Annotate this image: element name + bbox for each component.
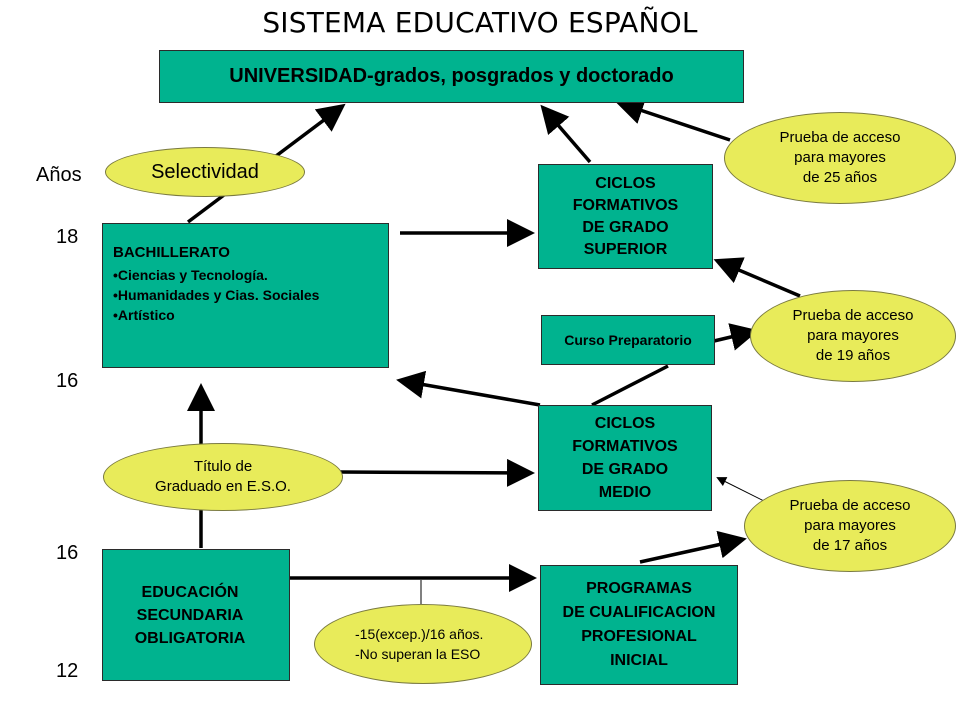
age-16-bottom: 16 bbox=[56, 542, 79, 564]
titulo-eso-ellipse: Título de Graduado en E.S.O. bbox=[103, 443, 343, 511]
excepciones-line: -15(excep.)/16 años. bbox=[355, 626, 484, 642]
years-label: Años bbox=[36, 164, 82, 186]
titulo-eso-line: Graduado en E.S.O. bbox=[155, 478, 291, 495]
prueba-25-ellipse: Prueba de acceso para mayores de 25 años bbox=[724, 112, 956, 204]
prueba-17-line: Prueba de acceso bbox=[789, 497, 911, 514]
universidad-box: UNIVERSIDAD-grados, posgrados y doctorad… bbox=[159, 50, 744, 103]
arrow-pcpi-prueba17 bbox=[639, 530, 747, 564]
curso-preparatorio-label: Curso Preparatorio bbox=[564, 332, 692, 348]
pcpi-line: PROGRAMAS bbox=[586, 580, 692, 597]
curso-preparatorio-box: Curso Preparatorio bbox=[541, 315, 715, 365]
ciclos-superior-box: CICLOS FORMATIVOS DE GRADO SUPERIOR bbox=[538, 164, 713, 269]
ciclos-superior-line: DE GRADO bbox=[582, 218, 669, 236]
prueba-17-line: de 17 años bbox=[812, 537, 888, 554]
ciclos-medio-line: MEDIO bbox=[598, 484, 652, 501]
prueba-17-line: para mayores bbox=[804, 517, 896, 534]
prueba-19-ellipse: Prueba de acceso para mayores de 19 años bbox=[750, 290, 956, 382]
arrow-curso-prueba19 bbox=[713, 323, 759, 351]
age-12: 12 bbox=[56, 660, 79, 682]
ciclos-medio-line: CICLOS bbox=[594, 415, 656, 432]
universidad-label: UNIVERSIDAD-grados, posgrados y doctorad… bbox=[229, 65, 674, 87]
pcpi-box: PROGRAMAS DE CUALIFICACION PROFESIONAL I… bbox=[540, 565, 738, 685]
eso-line: SECUNDARIA bbox=[136, 606, 244, 624]
age-16-top: 16 bbox=[56, 370, 79, 392]
excepciones-ellipse: -15(excep.)/16 años. -No superan la ESO bbox=[314, 604, 532, 684]
bachillerato-item: Humanidades y Cias. Sociales bbox=[113, 285, 388, 305]
ciclos-superior-line: FORMATIVOS bbox=[572, 196, 679, 214]
selectividad-ellipse: Selectividad bbox=[105, 147, 305, 197]
titulo-eso-line: Título de bbox=[193, 458, 253, 475]
eso-line: OBLIGATORIA bbox=[134, 629, 246, 647]
bachillerato-list: Ciencias y Tecnología. Humanidades y Cia… bbox=[113, 265, 388, 325]
bachillerato-item: Ciencias y Tecnología. bbox=[113, 265, 388, 285]
bachillerato-item: Artístico bbox=[113, 305, 388, 325]
ciclos-medio-line: DE GRADO bbox=[581, 461, 669, 478]
pcpi-line: DE CUALIFICACION bbox=[562, 604, 716, 621]
ciclos-medio-box: CICLOS FORMATIVOS DE GRADO MEDIO bbox=[538, 405, 712, 511]
pcpi-line: PROFESIONAL bbox=[581, 628, 697, 645]
arrow-prueba25-universidad bbox=[615, 97, 731, 142]
ciclos-medio-line: FORMATIVOS bbox=[572, 438, 678, 455]
arrow-ciclos-superior-universidad bbox=[540, 104, 592, 164]
age-18: 18 bbox=[56, 226, 79, 248]
bachillerato-title: BACHILLERATO bbox=[113, 244, 230, 261]
eso-line: EDUCACIÓN bbox=[141, 583, 239, 601]
excepciones-line: -No superan la ESO bbox=[355, 646, 481, 662]
pcpi-line: INICIAL bbox=[610, 652, 668, 669]
prueba-25-line: de 25 años bbox=[802, 169, 878, 186]
arrow-ciclos-medio-bachillerato bbox=[396, 370, 541, 407]
line-ciclos-medio-curso bbox=[591, 364, 669, 407]
page-title: SISTEMA EDUCATIVO ESPAÑOL bbox=[262, 6, 698, 39]
prueba-19-line: Prueba de acceso bbox=[792, 307, 914, 324]
ciclos-superior-line: SUPERIOR bbox=[583, 240, 668, 258]
bachillerato-box: BACHILLERATO Ciencias y Tecnología. Huma… bbox=[102, 223, 389, 368]
prueba-19-line: de 19 años bbox=[815, 347, 891, 364]
prueba-17-ellipse: Prueba de acceso para mayores de 17 años bbox=[744, 480, 956, 572]
prueba-25-line: Prueba de acceso bbox=[779, 129, 901, 146]
prueba-25-line: para mayores bbox=[794, 149, 886, 166]
eso-box: EDUCACIÓN SECUNDARIA OBLIGATORIA bbox=[102, 549, 290, 681]
prueba-19-line: para mayores bbox=[807, 327, 899, 344]
arrow-titulo-ciclos-medio bbox=[339, 458, 535, 487]
ciclos-superior-line: CICLOS bbox=[595, 174, 656, 192]
arrow-prueba19-ciclos-superior bbox=[713, 257, 801, 298]
selectividad-label: Selectividad bbox=[151, 160, 259, 183]
